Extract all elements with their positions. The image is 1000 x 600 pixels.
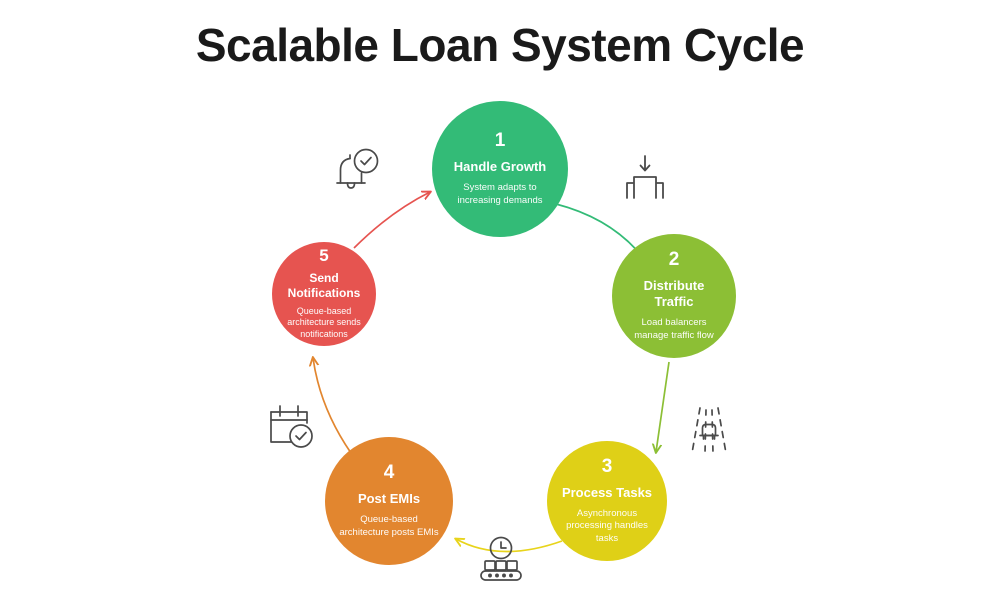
calendar-check-icon bbox=[270, 405, 313, 448]
road-traffic-icon-wrap bbox=[681, 403, 737, 461]
cycle-node-4-description: Queue-based architecture posts EMIs bbox=[339, 514, 439, 538]
cycle-node-5-description: Queue-based architecture sends notificat… bbox=[287, 305, 361, 340]
cycle-node-5[interactable]: 5 Send Notifications Queue-based archite… bbox=[272, 242, 376, 346]
cycle-node-1-description: System adapts to increasing demands bbox=[457, 182, 543, 206]
cycle-node-3-description: Asynchronous processing handles tasks bbox=[566, 507, 648, 544]
cycle-node-1-number: 1 bbox=[494, 129, 506, 151]
connector-3-to-4 bbox=[456, 539, 563, 553]
cycle-node-2[interactable]: 2 Distribute Traffic Load balancers mana… bbox=[612, 234, 736, 358]
bell-check-icon bbox=[336, 148, 379, 189]
conveyor-clock-icon bbox=[480, 536, 522, 581]
conveyor-clock-icon-wrap bbox=[472, 535, 530, 589]
calendar-check-icon-wrap bbox=[263, 398, 319, 454]
cycle-node-5-number: 5 bbox=[319, 245, 329, 265]
page-title: Scalable Loan System Cycle bbox=[195, 19, 805, 71]
server-scale-icon-wrap bbox=[617, 152, 673, 210]
cycle-node-1-title: Handle Growth bbox=[453, 158, 547, 174]
road-traffic-icon bbox=[691, 407, 727, 454]
cycle-node-2-title: Distribute Traffic bbox=[643, 277, 705, 309]
cycle-node-4[interactable]: 4 Post EMIs Queue-based architecture pos… bbox=[325, 437, 453, 565]
cycle-node-2-number: 2 bbox=[668, 248, 680, 270]
cycle-node-4-number: 4 bbox=[383, 461, 395, 483]
cycle-node-1[interactable]: 1 Handle Growth System adapts to increas… bbox=[432, 101, 568, 237]
connector-4-to-5 bbox=[313, 358, 352, 454]
bell-check-icon-wrap bbox=[328, 145, 384, 201]
server-scale-icon bbox=[626, 155, 664, 199]
cycle-node-3-title: Process Tasks bbox=[561, 484, 653, 500]
cycle-node-5-title: Send Notifications bbox=[287, 270, 361, 300]
connector-5-to-1 bbox=[353, 192, 430, 249]
cycle-node-3[interactable]: 3 Process Tasks Asynchronous processing … bbox=[547, 441, 667, 561]
cycle-node-2-description: Load balancers manage traffic flow bbox=[634, 317, 714, 341]
cycle-node-3-number: 3 bbox=[601, 455, 613, 477]
connector-2-to-3 bbox=[656, 361, 670, 452]
cycle-node-4-title: Post EMIs bbox=[357, 490, 421, 506]
connector-1-to-2 bbox=[555, 203, 641, 255]
